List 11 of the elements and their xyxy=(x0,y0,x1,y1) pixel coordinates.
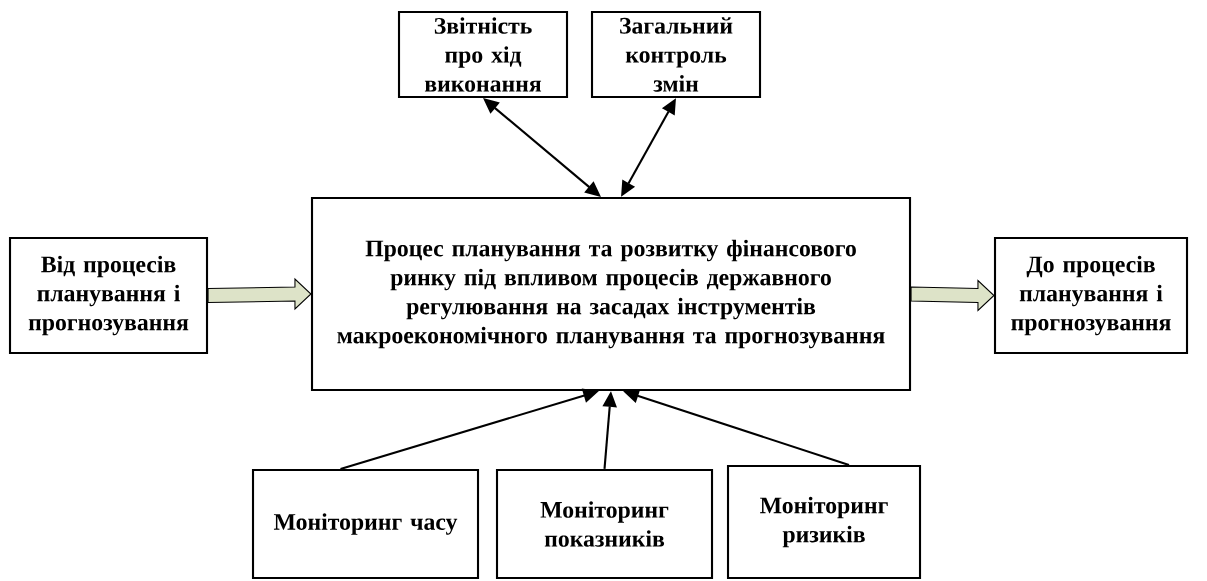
process-box: Моніторинг ризиків xyxy=(726,464,922,580)
block-arrow xyxy=(910,279,995,312)
process-box: Процес планування та розвитку фінансового ринку під впливом процесів державного регулювання на засадах інструментів макроекономічного планування та прогнозування xyxy=(310,196,912,392)
block-arrow xyxy=(207,277,312,311)
process-box: Моніторинг часу xyxy=(251,468,480,580)
process-box: Загальний контроль змін xyxy=(590,10,762,99)
process-box: Звітність про хід виконання xyxy=(397,10,569,99)
process-box: До процесів планування і прогнозування xyxy=(993,236,1189,355)
process-box: Від процесів планування і прогнозування xyxy=(8,236,209,355)
process-box: Моніторинг показників xyxy=(495,468,714,580)
arrow xyxy=(483,98,601,197)
